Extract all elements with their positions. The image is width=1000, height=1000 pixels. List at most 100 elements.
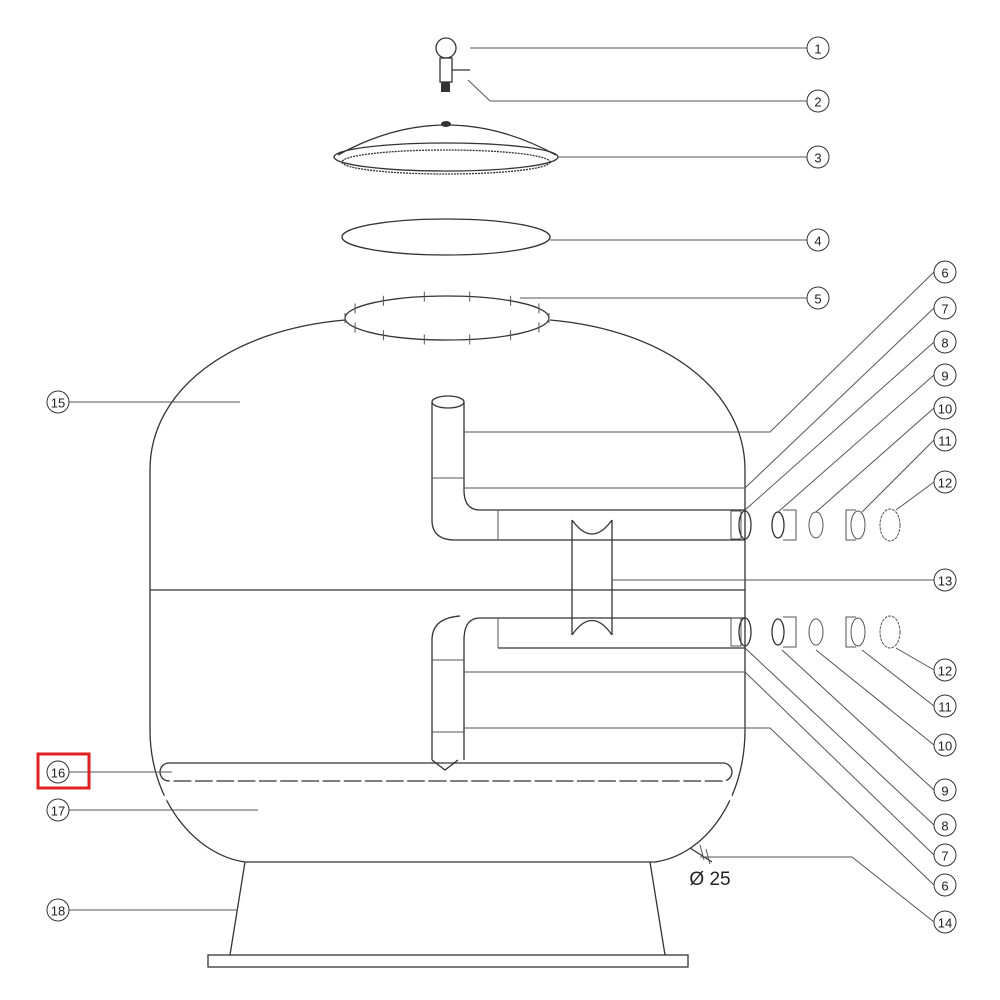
lateral-pipe-inner [248, 770, 261, 817]
leader-line [744, 647, 935, 826]
callout-circle [933, 330, 957, 354]
callout-number: 11 [938, 700, 952, 715]
callout-10: 10 [815, 649, 957, 757]
callout-circle [806, 228, 830, 252]
lateral-pipe-inner [698, 770, 713, 807]
callout-12: 12 [895, 647, 957, 682]
callout-18: 18 [46, 898, 238, 922]
callout-number: 5 [814, 292, 821, 307]
tank-neck-flange [344, 295, 550, 341]
lateral-pipe-inner [446, 770, 453, 844]
lateral-pipe-inner [313, 770, 324, 826]
callout-10: 10 [815, 396, 957, 513]
callout-number: 14 [938, 916, 952, 931]
union-body [783, 616, 797, 648]
callout-number: 18 [51, 904, 65, 919]
filter-base [207, 861, 689, 968]
lateral-pipe-inner [488, 770, 497, 838]
callout-number: 10 [938, 739, 952, 754]
callout-circle [933, 733, 957, 757]
leader-line [700, 856, 935, 923]
lateral-pipe-inner [677, 770, 691, 810]
callout-16: 16 [46, 760, 172, 784]
callout-9: 9 [777, 363, 957, 513]
callout-circle [806, 286, 830, 310]
lateral-pipe-inner [291, 770, 303, 823]
leader-line [464, 727, 935, 886]
callout-circle [933, 910, 957, 934]
leader-line [777, 374, 935, 513]
union-tail-ring [850, 510, 866, 540]
bulkhead-gasket [738, 510, 752, 540]
callout-14: 14 [700, 856, 957, 934]
lateral-pipe-inner [270, 770, 282, 820]
union-o-ring [808, 511, 824, 539]
lateral-pipe-inner [551, 770, 561, 828]
lateral-pipe-inner [635, 770, 648, 816]
leader-line [815, 407, 935, 513]
leader-line [815, 649, 935, 746]
lateral-pipe-inner [227, 770, 240, 813]
callout-number: 9 [941, 369, 948, 384]
callout-17: 17 [46, 798, 258, 822]
lateral-pipe-inner [421, 770, 429, 841]
bulkhead-gasket [738, 617, 752, 647]
callout-circle [933, 778, 957, 802]
leader-line [464, 307, 935, 489]
lateral-pipe-inner [205, 770, 219, 810]
callout-circle [933, 658, 957, 682]
callout-number: 9 [941, 784, 948, 799]
callout-number: 10 [938, 402, 952, 417]
union-o-ring [808, 618, 824, 646]
laterals [162, 770, 734, 844]
leader-line [744, 341, 935, 511]
union-tail [845, 509, 856, 541]
leader-line [467, 79, 807, 102]
callout-number: 1 [814, 42, 821, 57]
callout-number: 12 [938, 476, 952, 491]
callout-circle [933, 873, 957, 897]
drain-plug [689, 844, 713, 865]
lateral-pipe-inner [719, 770, 734, 804]
callout-number: 7 [941, 302, 948, 317]
tank-body [149, 319, 746, 863]
leader-line [895, 647, 935, 671]
leader-line [861, 649, 935, 707]
drain-dimension: Ø 25 [689, 869, 730, 890]
valve-fittings [730, 508, 901, 649]
leader-line [464, 671, 935, 856]
callout-13: 13 [612, 568, 957, 592]
callout-5: 5 [520, 286, 830, 310]
leader-line [464, 271, 935, 433]
callout-number: 15 [51, 396, 65, 411]
union-tail [845, 616, 856, 648]
callout-number: 8 [941, 336, 948, 351]
callout-11: 11 [861, 649, 957, 718]
diffuser [571, 519, 613, 636]
lateral-pipe-inner [335, 770, 345, 829]
lateral-pipe-inner [400, 770, 408, 838]
callout-circle [806, 89, 830, 113]
callout-2: 2 [467, 79, 830, 113]
lower-outlet-pipe [431, 615, 745, 771]
callout-3: 3 [558, 145, 830, 169]
callout-number: 2 [814, 95, 821, 110]
bulkhead-nut [730, 510, 742, 540]
leader-line [861, 439, 935, 513]
callout-circle [46, 898, 70, 922]
callout-circle [46, 798, 70, 822]
lateral-pipe-inner [593, 770, 605, 822]
callout-circle [46, 390, 70, 414]
callout-6: 6 [464, 727, 957, 897]
callout-6: 6 [464, 260, 957, 433]
callout-circle [806, 145, 830, 169]
flange-bolts [344, 291, 550, 345]
callout-number: 3 [814, 151, 821, 166]
filter-lid [333, 121, 559, 175]
callout-7: 7 [464, 671, 957, 867]
callout-circle [933, 296, 957, 320]
lateral-pipe-inner [356, 770, 366, 832]
callout-circle [806, 36, 830, 60]
lateral-pipe-inner [183, 770, 198, 807]
